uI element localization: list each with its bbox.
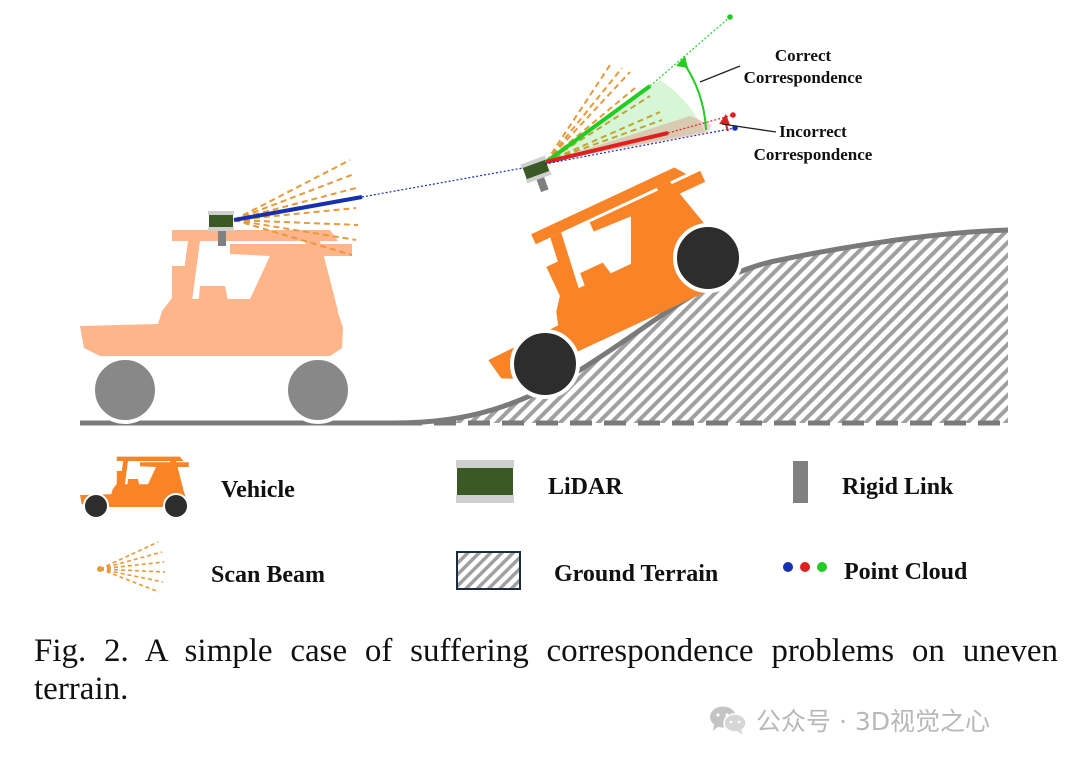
point-green <box>727 14 733 20</box>
scan-beam-right <box>545 61 663 163</box>
rigid-link <box>218 228 226 246</box>
watermark-text: 公众号 · 3D视觉之心 <box>756 707 990 736</box>
legend-point-cloud-label: Point Cloud <box>844 559 968 585</box>
ground-terrain <box>395 230 1008 423</box>
annotation-incorrect-line2: Correspondence <box>754 145 873 164</box>
wheel <box>510 329 580 399</box>
legend-lidar-label: LiDAR <box>548 474 623 500</box>
figure-caption: Fig. 2. A simple case of suffering corre… <box>34 633 1058 707</box>
legend-rigid-link-icon <box>793 461 808 503</box>
watermark: 公众号 · 3D视觉之心 <box>708 702 990 738</box>
legend-scan-beam-icon <box>99 541 166 593</box>
measured-point-line-left <box>233 195 363 222</box>
wheel <box>91 356 159 424</box>
wheel <box>673 223 743 293</box>
annotation-correct-line2: Correspondence <box>744 68 863 87</box>
callout-correct <box>699 65 741 83</box>
legend-lidar-icon <box>456 460 514 503</box>
annotation-incorrect-line1: Incorrect <box>779 122 847 141</box>
annotation-correct-line1: Correct <box>775 46 832 65</box>
legend-terrain-icon <box>456 551 521 590</box>
incorrect-line <box>545 131 669 164</box>
wechat-icon <box>710 706 747 735</box>
incorrect-projection <box>667 114 734 134</box>
legend-point-cloud-icon <box>783 562 827 572</box>
legend-ground-terrain-label: Ground Terrain <box>554 561 718 587</box>
wheel <box>284 356 352 424</box>
correct-wedge <box>546 80 705 162</box>
legend-vehicle-label: Vehicle <box>221 477 295 503</box>
vehicle-on-slope <box>447 158 748 399</box>
legend-scan-beam-label: Scan Beam <box>211 562 325 588</box>
legend-rigid-link-label: Rigid Link <box>842 474 954 500</box>
point-red <box>730 112 736 118</box>
lidar-sensor <box>208 211 234 231</box>
lidar-sensor <box>520 155 552 184</box>
vehicle-flat <box>80 230 352 424</box>
legend-vehicle-icon <box>80 456 189 519</box>
callout-incorrect <box>721 123 777 133</box>
blue-projection <box>544 127 736 165</box>
projection-line <box>361 163 546 198</box>
correct-line <box>544 84 652 164</box>
legend: Vehicle LiDAR Rigid Link Scan Beam Groun… <box>80 456 968 593</box>
correct-projection <box>649 16 731 87</box>
